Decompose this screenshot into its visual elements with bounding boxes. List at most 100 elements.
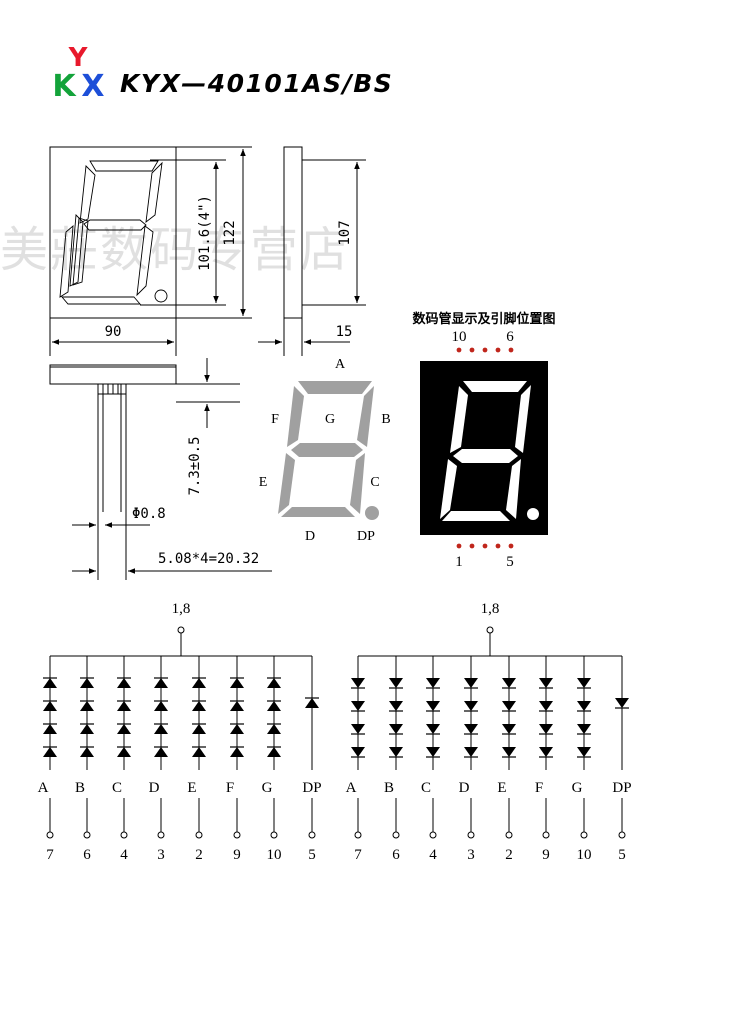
pin-terminal (157, 831, 165, 839)
led-diode-b-4 (389, 747, 403, 757)
segment-label: E (497, 780, 506, 796)
pin-number: 9 (233, 847, 241, 863)
segment-label: A (346, 780, 357, 796)
segment-label: F (535, 780, 543, 796)
pin-number: 2 (505, 847, 513, 863)
segment-dp-shape (365, 506, 379, 520)
circuit-diagrams: 1,8A7B6C4D3E2F9G10DP51,8A7B6C4D3E2F9G10D… (38, 601, 632, 863)
led-diode-f-2 (539, 701, 553, 711)
pin-terminal (233, 831, 241, 839)
pin-number: 4 (429, 847, 437, 863)
branch-b: B6 (75, 656, 94, 863)
led-diode-e-4 (192, 747, 206, 757)
led-diode-a-2 (43, 701, 57, 711)
branch-e: E2 (497, 656, 516, 863)
led-diode-e-2 (192, 701, 206, 711)
pin-number: 7 (354, 847, 362, 863)
led-diode-a-3 (43, 724, 57, 734)
segment-label: G (572, 780, 583, 796)
led-diode-e-3 (502, 724, 516, 734)
led-diode-a-2 (351, 701, 365, 711)
led-diode-a-4 (351, 747, 365, 757)
pin-terminal (308, 831, 316, 839)
branch-dp: DP5 (302, 656, 322, 863)
branch-g: G 10 (572, 656, 592, 863)
led-diode-c-4 (426, 747, 440, 757)
segment-c-shape (350, 453, 365, 514)
pin-terminal (429, 831, 437, 839)
segment-g-shape (291, 443, 363, 457)
pin-terminal (120, 831, 128, 839)
branch-c: C4 (112, 656, 131, 863)
bottom-pin-dots (456, 543, 514, 549)
led-diode-c-1 (426, 678, 440, 688)
pin-terminal (46, 831, 54, 839)
led-diode-dp-1 (615, 698, 629, 708)
segment-label: A (38, 780, 49, 796)
led-diode-c-3 (117, 724, 131, 734)
pin-terminal (354, 831, 362, 839)
led-diode-c-2 (426, 701, 440, 711)
led-diode-f-3 (539, 724, 553, 734)
dim-pin-span: 107 (337, 220, 353, 245)
branch-b: B6 (384, 656, 403, 863)
segment-map (278, 381, 379, 520)
led-diode-e-1 (502, 678, 516, 688)
led-diode-f-1 (230, 678, 244, 688)
led-diode-g-1 (577, 678, 591, 688)
segment-labels: A B F G E C D DP (259, 357, 391, 544)
led-diode-g-2 (577, 701, 591, 711)
branch-a: A7 (38, 656, 57, 863)
pin-terminal (467, 831, 475, 839)
led-diode-d-4 (464, 747, 478, 757)
pin-number: 3 (157, 847, 165, 863)
pin-number: 10 (577, 847, 592, 863)
pin-terminal (83, 831, 91, 839)
pin-label-1: 1 (455, 554, 463, 570)
pin-terminal (505, 831, 513, 839)
led-diode-b-3 (80, 724, 94, 734)
pin-number: 9 (542, 847, 550, 863)
pin-terminal (542, 831, 550, 839)
segment-label: DP (612, 780, 631, 796)
branch-c: C4 (421, 656, 440, 863)
dim-depth: 15 (336, 324, 353, 340)
segment-label: G (262, 780, 273, 796)
dim-pin-length: 7.3±0.5 (187, 436, 203, 495)
led-diode-f-1 (539, 678, 553, 688)
dim-width: 90 (105, 324, 122, 340)
logo-letter-y: Y (68, 43, 89, 73)
pin-number: 6 (83, 847, 91, 863)
bottom-view-body (49, 364, 177, 385)
pin-number: 7 (46, 847, 54, 863)
pin-label-6: 6 (506, 329, 514, 345)
led-diode-a-3 (351, 724, 365, 734)
pin-terminal (392, 831, 400, 839)
led-diode-c-1 (117, 678, 131, 688)
led-diode-b-4 (80, 747, 94, 757)
branch-e: E2 (187, 656, 206, 863)
segment-label: D (149, 780, 160, 796)
pin-number: 5 (618, 847, 626, 863)
led-diode-g-3 (577, 724, 591, 734)
led-diode-e-1 (192, 678, 206, 688)
segment-label-dp: DP (357, 529, 375, 544)
common-terminal (177, 626, 185, 634)
dim-pin-pitch: 5.08*4=20.32 (158, 551, 259, 567)
led-diode-d-2 (464, 701, 478, 711)
pin-terminal (618, 831, 626, 839)
led-diode-c-2 (117, 701, 131, 711)
segment-label: D (459, 780, 470, 796)
pin-number: 2 (195, 847, 203, 863)
led-diode-d-1 (154, 678, 168, 688)
pin-number: 3 (467, 847, 475, 863)
dim-pin-diameter: Φ0.8 (132, 506, 166, 522)
led-diode-a-1 (351, 678, 365, 688)
pin-number: 5 (308, 847, 316, 863)
led-diode-g-2 (267, 701, 281, 711)
pin-label-10: 10 (452, 329, 467, 345)
pin-label-5: 5 (506, 554, 514, 570)
dim-height: 122 (222, 220, 238, 245)
led-diode-f-4 (230, 747, 244, 757)
